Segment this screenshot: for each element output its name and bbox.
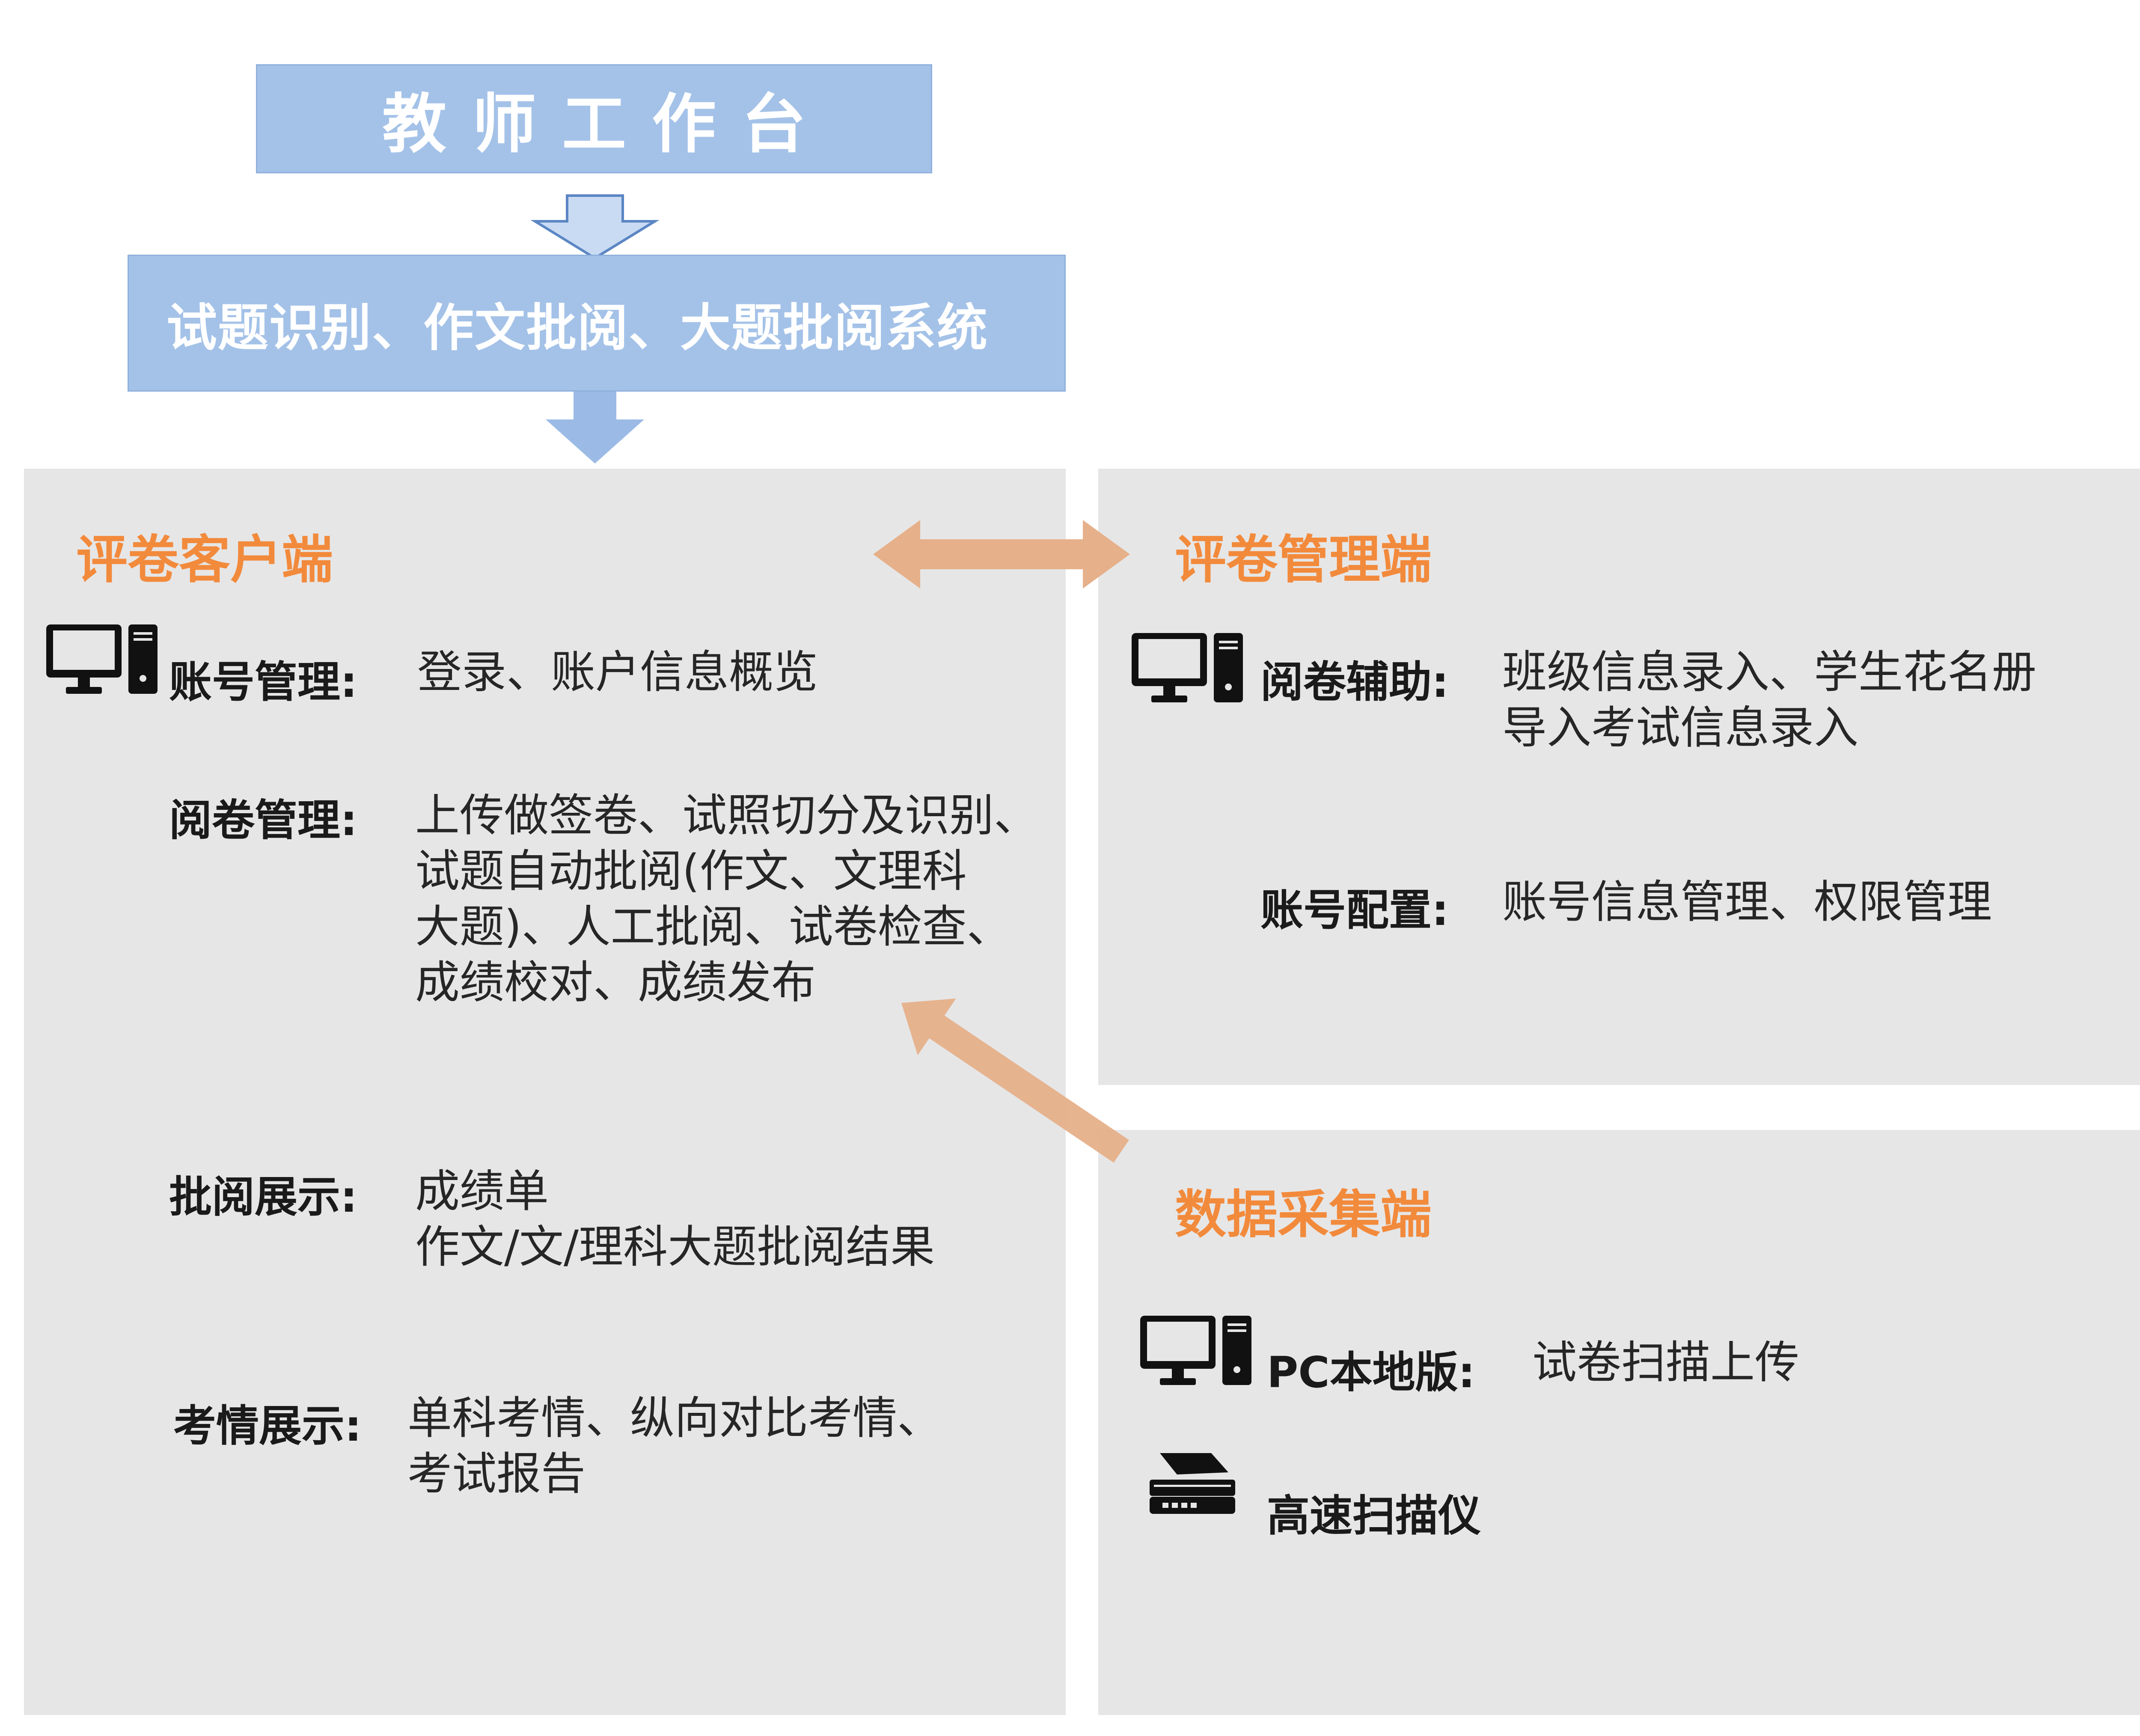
account-management-value: 登录、账户信息概览 xyxy=(417,646,818,698)
account-management-label: 账号管理: xyxy=(169,657,357,707)
review-line: 成绩校对、成绩发布 xyxy=(415,956,816,1008)
review-management-value: 上传做签卷、试照切分及识别、 试题自动批阅(作文、文理科 大题)、人工批阅、试卷… xyxy=(415,788,1038,1010)
client-panel xyxy=(24,469,1066,1715)
exam-display-line: 考试报告 xyxy=(407,1448,586,1500)
diagonal-arrow-icon xyxy=(901,998,1129,1163)
review-display-label: 批阅展示: xyxy=(169,1172,357,1222)
review-display-value: 成绩单 作文/文/理科大题批阅结果 xyxy=(415,1163,935,1275)
exam-display-line: 单科考情、纵向对比考情、 xyxy=(407,1392,942,1444)
computer-icon xyxy=(46,624,158,694)
account-config-label: 账号配置: xyxy=(1260,885,1449,935)
review-line: 上传做签卷、试照切分及识别、 xyxy=(415,789,1039,841)
down-arrow-icon xyxy=(530,194,660,260)
review-assist-label: 阅卷辅助: xyxy=(1260,657,1449,707)
bidirectional-arrow-icon xyxy=(873,520,1130,589)
recognition-system-box: 试题识别、作文批阅、大题批阅系统 xyxy=(128,255,1066,392)
review-assist-value: 班级信息录入、学生花名册 导入考试信息录入 xyxy=(1502,644,2036,755)
scanner-icon xyxy=(1150,1453,1235,1514)
review-line: 试题自动批阅(作文、文理科 xyxy=(415,845,967,897)
exam-display-label: 考情展示: xyxy=(173,1401,362,1451)
data-collection-panel xyxy=(1098,1130,2140,1715)
recognition-system-label: 试题识别、作文批阅、大题批阅系统 xyxy=(166,298,989,357)
client-panel-title: 评卷客户端 xyxy=(76,530,333,590)
admin-panel xyxy=(1098,469,2140,1085)
pc-local-value: 试卷扫描上传 xyxy=(1532,1336,1800,1388)
review-display-line: 成绩单 xyxy=(415,1165,549,1217)
high-speed-scanner-label: 高速扫描仪 xyxy=(1267,1491,1481,1541)
review-assist-line: 班级信息录入、学生花名册 xyxy=(1502,646,2037,698)
down-arrow-icon xyxy=(546,392,644,464)
review-line: 大题)、人工批阅、试卷检查、 xyxy=(415,901,1011,953)
computer-icon xyxy=(1140,1316,1251,1385)
review-display-line: 作文/文/理科大题批阅结果 xyxy=(415,1221,935,1273)
review-management-label: 阅卷管理: xyxy=(169,795,357,845)
account-config-value: 账号信息管理、权限管理 xyxy=(1502,876,1992,928)
teacher-workbench-title: 教师工作台 xyxy=(382,87,832,162)
computer-icon xyxy=(1132,633,1243,702)
admin-panel-title: 评卷管理端 xyxy=(1175,530,1432,590)
exam-display-value: 单科考情、纵向对比考情、 考试报告 xyxy=(407,1390,942,1501)
review-assist-line: 导入考试信息录入 xyxy=(1502,702,1859,754)
teacher-workbench-box: 教师工作台 xyxy=(256,64,932,173)
data-panel-title: 数据采集端 xyxy=(1175,1185,1432,1245)
pc-local-label: PC本地版: xyxy=(1267,1347,1475,1397)
